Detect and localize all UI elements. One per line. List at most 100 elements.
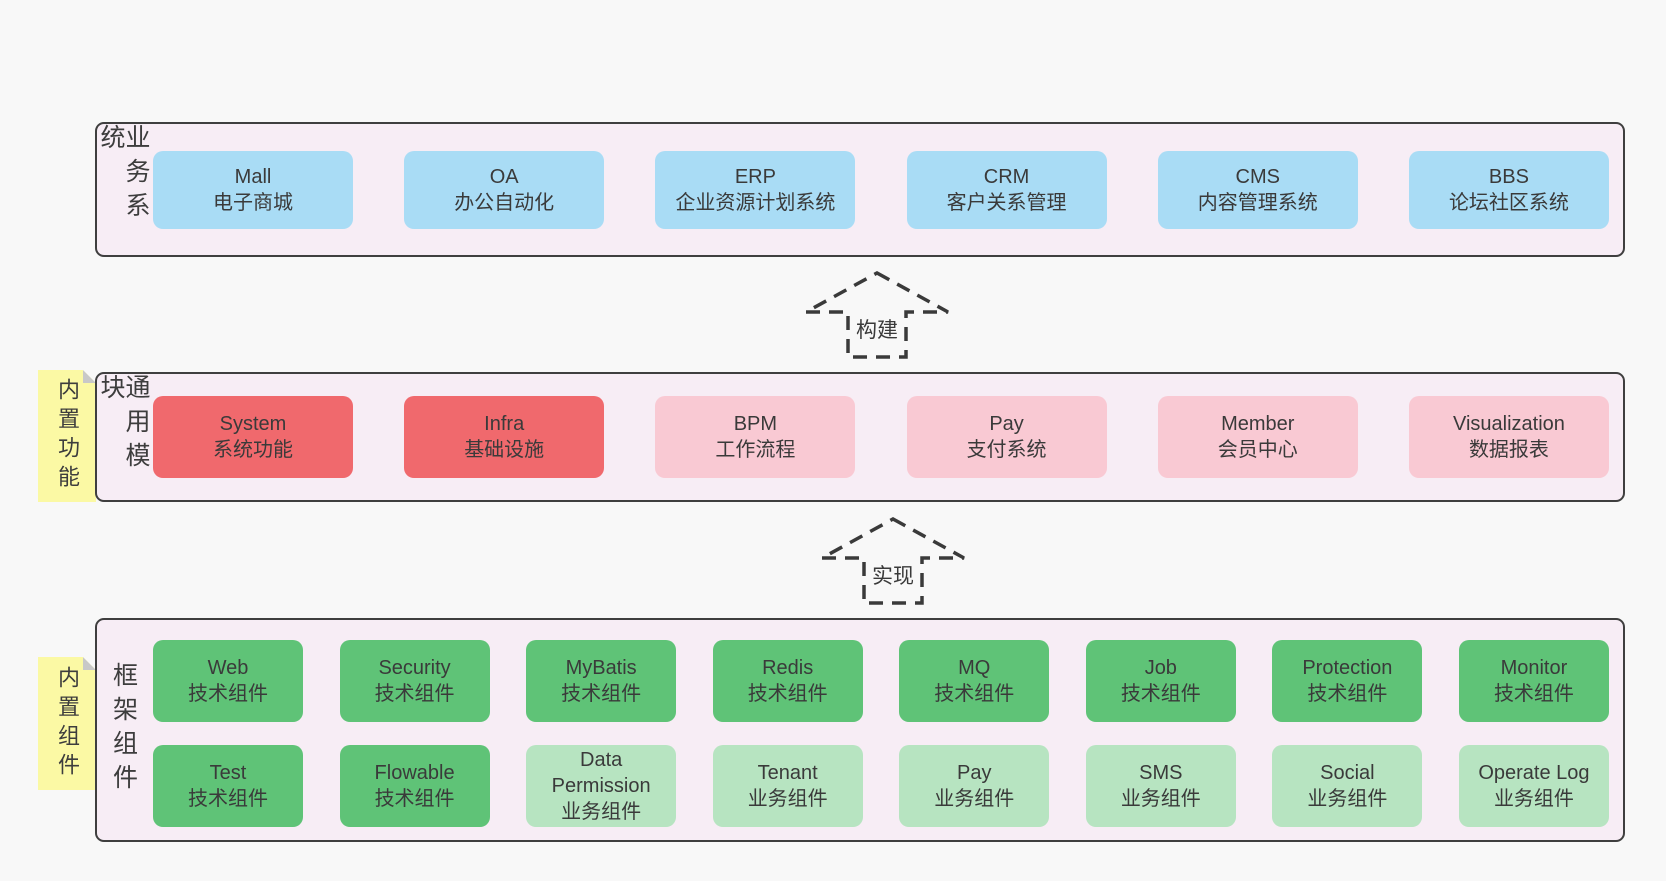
components-rows: Web 技术组件 Security 技术组件 MyBatis 技术组件 Redi… xyxy=(153,640,1609,827)
box-desc: 技术组件 xyxy=(1493,683,1574,705)
layer-label-framework-components: 框架组件 xyxy=(109,662,138,798)
box-desc: 客户关系管理 xyxy=(946,191,1067,214)
box-desc: 技术组件 xyxy=(374,683,455,705)
box-name: Job xyxy=(1144,657,1177,679)
box-security: Security 技术组件 xyxy=(339,640,490,722)
box-desc: 基础设施 xyxy=(464,439,545,461)
box-erp: ERP 企业资源计划系统 xyxy=(655,150,856,229)
layer-common-modules: 通用模块 System 系统功能 Infra 基础设施 BPM 工作流程 Pay… xyxy=(95,372,1625,502)
layer-label-business-systems: 业务系统 xyxy=(97,124,150,226)
box-name: MyBatis xyxy=(565,657,637,679)
box-name: BBS xyxy=(1488,165,1529,188)
arrow-label: 实现 xyxy=(872,565,914,588)
box-name: Data Permission xyxy=(551,749,651,797)
box-desc: 论坛社区系统 xyxy=(1448,191,1569,214)
box-name: Flowable xyxy=(374,762,455,784)
box-desc: 业务组件 xyxy=(1120,788,1201,810)
box-desc: 工作流程 xyxy=(715,439,796,461)
box-name: MQ xyxy=(958,657,991,679)
box-name: CMS xyxy=(1235,165,1280,188)
box-desc: 技术组件 xyxy=(374,788,455,810)
box-protection: Protection 技术组件 xyxy=(1272,640,1423,722)
box-name: Infra xyxy=(484,413,525,435)
box-bbs: BBS 论坛社区系统 xyxy=(1408,150,1609,229)
sticky-label: 内置功能 xyxy=(55,378,80,494)
box-visualization: Visualization 数据报表 xyxy=(1408,396,1609,478)
box-name: Pay xyxy=(989,413,1024,435)
box-web: Web 技术组件 xyxy=(153,640,303,722)
box-name: Web xyxy=(207,657,249,679)
box-desc: 内容管理系统 xyxy=(1197,191,1318,214)
box-tenant: Tenant 业务组件 xyxy=(712,745,863,827)
box-name: Monitor xyxy=(1500,657,1568,679)
box-desc: 业务组件 xyxy=(1493,788,1574,810)
box-test: Test 技术组件 xyxy=(153,745,303,827)
box-name: Pay xyxy=(957,762,992,784)
box-mq: MQ 技术组件 xyxy=(899,640,1050,722)
box-pay: Pay 支付系统 xyxy=(906,396,1107,478)
sticky-note-built-in-components: 内置组件 xyxy=(38,657,96,790)
box-data-permission: Data Permission 业务组件 xyxy=(526,745,677,827)
arrow-up-icon xyxy=(821,517,965,605)
box-name: Protection xyxy=(1302,657,1393,679)
box-name: Visualization xyxy=(1452,413,1565,435)
box-flowable: Flowable 技术组件 xyxy=(339,745,490,827)
components-row-2: Test 技术组件 Flowable 技术组件 Data Permission … xyxy=(153,745,1609,827)
box-name: Mall xyxy=(234,165,272,188)
box-social: Social 业务组件 xyxy=(1272,745,1423,827)
box-name: BPM xyxy=(733,413,778,435)
box-name: OA xyxy=(489,165,519,188)
sticky-label: 内置组件 xyxy=(55,665,80,782)
box-crm: CRM 客户关系管理 xyxy=(906,150,1107,229)
arrow-label: 构建 xyxy=(856,319,898,342)
box-desc: 业务组件 xyxy=(934,788,1015,810)
box-name: CRM xyxy=(983,165,1030,188)
box-cms: CMS 内容管理系统 xyxy=(1157,150,1358,229)
box-desc: 电子商城 xyxy=(213,191,293,214)
layer-business-systems: 业务系统 Mall 电子商城 OA 办公自动化 ERP 企业资源计划系统 CRM… xyxy=(95,122,1625,257)
box-desc: 会员中心 xyxy=(1217,439,1298,461)
box-desc: 业务组件 xyxy=(561,801,642,823)
box-desc: 技术组件 xyxy=(1120,683,1201,705)
business-box-row: Mall 电子商城 OA 办公自动化 ERP 企业资源计划系统 CRM 客户关系… xyxy=(153,150,1609,229)
box-name: Operate Log xyxy=(1478,762,1590,784)
box-desc: 支付系统 xyxy=(966,439,1047,461)
box-monitor: Monitor 技术组件 xyxy=(1458,640,1609,722)
box-mall: Mall 电子商城 xyxy=(153,150,353,229)
box-pay-biz: Pay 业务组件 xyxy=(899,745,1050,827)
box-operate-log: Operate Log 业务组件 xyxy=(1458,745,1609,827)
box-desc: 企业资源计划系统 xyxy=(675,191,836,214)
box-desc: 技术组件 xyxy=(747,683,828,705)
layer-label-common-modules: 通用模块 xyxy=(97,374,150,476)
box-mybatis: MyBatis 技术组件 xyxy=(526,640,677,722)
box-redis: Redis 技术组件 xyxy=(712,640,863,722)
layer-framework-components: 框架组件 Web 技术组件 Security 技术组件 MyBatis 技术组件… xyxy=(95,618,1625,842)
box-desc: 业务组件 xyxy=(747,788,828,810)
box-infra: Infra 基础设施 xyxy=(404,396,605,478)
box-bpm: BPM 工作流程 xyxy=(655,396,856,478)
box-oa: OA 办公自动化 xyxy=(404,150,605,229)
arrow-build: 构建 xyxy=(802,270,952,360)
box-name: Security xyxy=(378,657,451,679)
box-desc: 业务组件 xyxy=(1307,788,1388,810)
box-sms: SMS 业务组件 xyxy=(1085,745,1236,827)
modules-box-row: System 系统功能 Infra 基础设施 BPM 工作流程 Pay 支付系统… xyxy=(153,396,1609,478)
box-job: Job 技术组件 xyxy=(1085,640,1236,722)
box-desc: 技术组件 xyxy=(188,683,268,705)
box-system: System 系统功能 xyxy=(153,396,353,478)
box-desc: 系统功能 xyxy=(213,439,293,461)
box-desc: 技术组件 xyxy=(934,683,1015,705)
box-name: Redis xyxy=(762,657,814,679)
arrow-implement: 实现 xyxy=(818,516,968,606)
sticky-note-built-in-features: 内置功能 xyxy=(38,370,96,502)
box-name: Tenant xyxy=(757,762,818,784)
box-desc: 技术组件 xyxy=(561,683,642,705)
box-desc: 数据报表 xyxy=(1468,439,1549,461)
arrow-up-icon xyxy=(805,271,949,359)
box-desc: 办公自动化 xyxy=(454,191,555,214)
box-name: Test xyxy=(209,762,247,784)
box-desc: 技术组件 xyxy=(188,788,268,810)
box-name: ERP xyxy=(734,165,776,188)
components-row-1: Web 技术组件 Security 技术组件 MyBatis 技术组件 Redi… xyxy=(153,640,1609,722)
